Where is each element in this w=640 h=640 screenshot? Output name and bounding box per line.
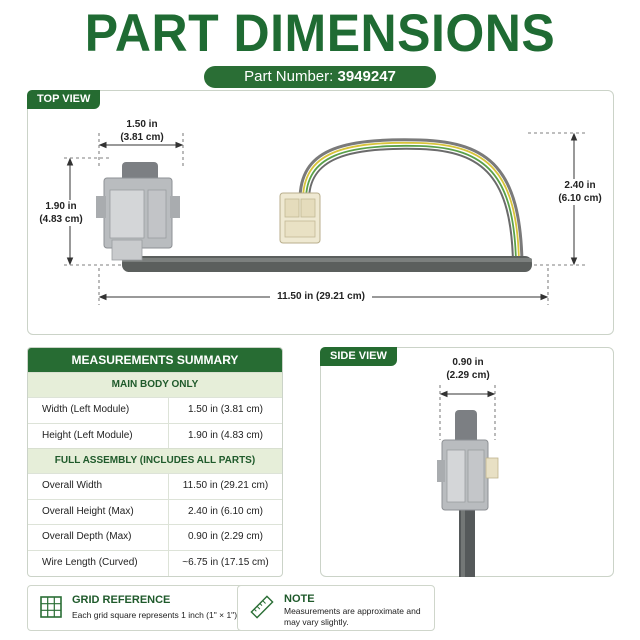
- top-view-tab: TOP VIEW: [27, 90, 101, 109]
- summary-header: MEASUREMENTS SUMMARY: [28, 348, 282, 372]
- note-title: NOTE: [284, 593, 315, 605]
- top-view-drawing: [64, 132, 585, 305]
- dim-height-in: 1.90 in: [45, 201, 77, 212]
- table-row: Overall Width 11.50 in (29.21 cm): [28, 473, 282, 499]
- part-number-label: Part Number:: [244, 68, 334, 85]
- row-value: 1.90 in (4.83 cm): [168, 423, 282, 449]
- dim-height-label: 1.90 in (4.83 cm): [28, 200, 94, 226]
- grid-reference-text: Each grid square represents 1 inch (1" ×…: [72, 610, 238, 620]
- row-value: 0.90 in (2.29 cm): [168, 525, 282, 550]
- row-label: Overall Height (Max): [42, 505, 134, 517]
- grid-icon: [40, 596, 62, 618]
- note-box: NOTE Measurements are approximate and ma…: [237, 585, 435, 631]
- summary-section-full-assembly: FULL ASSEMBLY (INCLUDES ALL PARTS): [28, 448, 282, 474]
- switch-module: [96, 162, 180, 261]
- dim-overall-height-label: 2.40 in (6.10 cm): [552, 179, 608, 205]
- table-row: Wire Length (Curved) ~6.75 in (17.15 cm): [28, 549, 282, 576]
- part-number-badge: Part Number: 3949247: [204, 66, 436, 88]
- page-title: PART DIMENSIONS: [84, 3, 556, 63]
- dim-overall-height-cm: (6.10 cm): [558, 193, 602, 204]
- dim-width-label: 1.50 in (3.81 cm): [112, 118, 172, 144]
- ruler-icon: [250, 595, 274, 619]
- row-label: Wire Length (Curved): [42, 556, 138, 568]
- note-line-2: may vary slightly.: [284, 617, 349, 627]
- note-text: Measurements are approximate and may var…: [284, 606, 430, 628]
- row-label: Height (Left Module): [42, 429, 133, 441]
- side-view-tab: SIDE VIEW: [320, 347, 397, 366]
- dim-width-in: 1.50 in: [126, 119, 158, 130]
- grid-reference-title: GRID REFERENCE: [72, 594, 171, 606]
- dim-overall-width-label: 11.50 in (29.21 cm): [277, 291, 365, 302]
- row-value: 11.50 in (29.21 cm): [168, 474, 282, 499]
- row-label: Overall Width: [42, 480, 103, 492]
- dim-depth-cm: (2.29 cm): [446, 370, 490, 381]
- measurements-summary-table: MEASUREMENTS SUMMARY MAIN BODY ONLY Widt…: [27, 347, 283, 577]
- dim-overall-height-in: 2.40 in: [564, 180, 596, 191]
- note-line-1: Measurements are approximate and: [284, 606, 421, 616]
- side-view-drawing: [437, 385, 499, 577]
- dim-width-cm: (3.81 cm): [120, 132, 164, 143]
- table-row: Height (Left Module) 1.90 in (4.83 cm): [28, 422, 282, 449]
- dim-height-cm: (4.83 cm): [39, 214, 83, 225]
- table-row: Overall Height (Max) 2.40 in (6.10 cm): [28, 498, 282, 525]
- table-row: Width (Left Module) 1.50 in (3.81 cm): [28, 397, 282, 423]
- dim-depth-in: 0.90 in: [452, 357, 484, 368]
- part-number-value: 3949247: [337, 68, 396, 85]
- table-row: Overall Depth (Max) 0.90 in (2.29 cm): [28, 524, 282, 550]
- row-label: Overall Depth (Max): [42, 531, 132, 543]
- row-value: ~6.75 in (17.15 cm): [168, 550, 282, 576]
- summary-section-main-body: MAIN BODY ONLY: [28, 372, 282, 397]
- row-value: 1.50 in (3.81 cm): [168, 398, 282, 423]
- dim-depth-label: 0.90 in (2.29 cm): [438, 356, 498, 382]
- connector-plug: [279, 192, 321, 244]
- row-label: Width (Left Module): [42, 404, 130, 415]
- row-value: 2.40 in (6.10 cm): [168, 499, 282, 525]
